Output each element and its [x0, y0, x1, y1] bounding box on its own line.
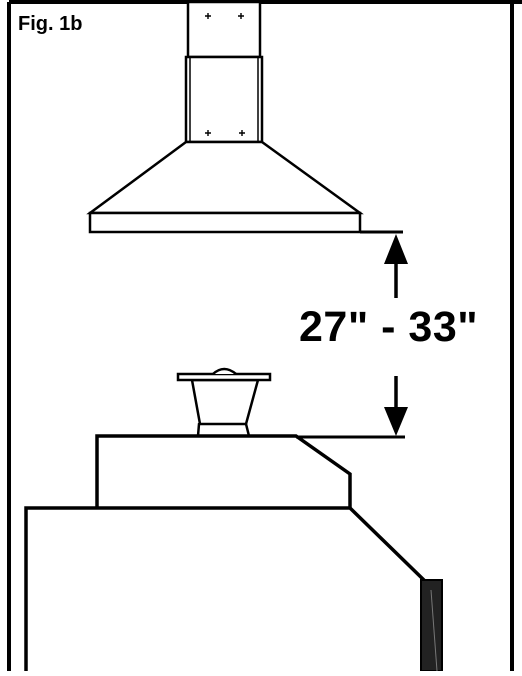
hood-rim [88, 211, 362, 234]
dimension-reference-lines [296, 230, 405, 439]
dimension-arrow-icon [384, 234, 408, 436]
hood-lower-chimney [184, 55, 264, 144]
screw-icons [205, 13, 245, 136]
gas-burner-icon [176, 367, 272, 438]
hood-canopy [86, 140, 364, 215]
arrow-up-head [384, 234, 408, 264]
cooktop-range [24, 434, 430, 671]
hood-upper-chimney [186, 0, 262, 59]
arrow-down-head [384, 407, 408, 436]
clearance-dimension-label: 27" - 33" [299, 303, 479, 351]
range-hood-icon [86, 0, 364, 234]
oven-handle [420, 579, 443, 672]
figure-label: Fig. 1b [18, 13, 83, 35]
figure-frame [7, 0, 522, 671]
